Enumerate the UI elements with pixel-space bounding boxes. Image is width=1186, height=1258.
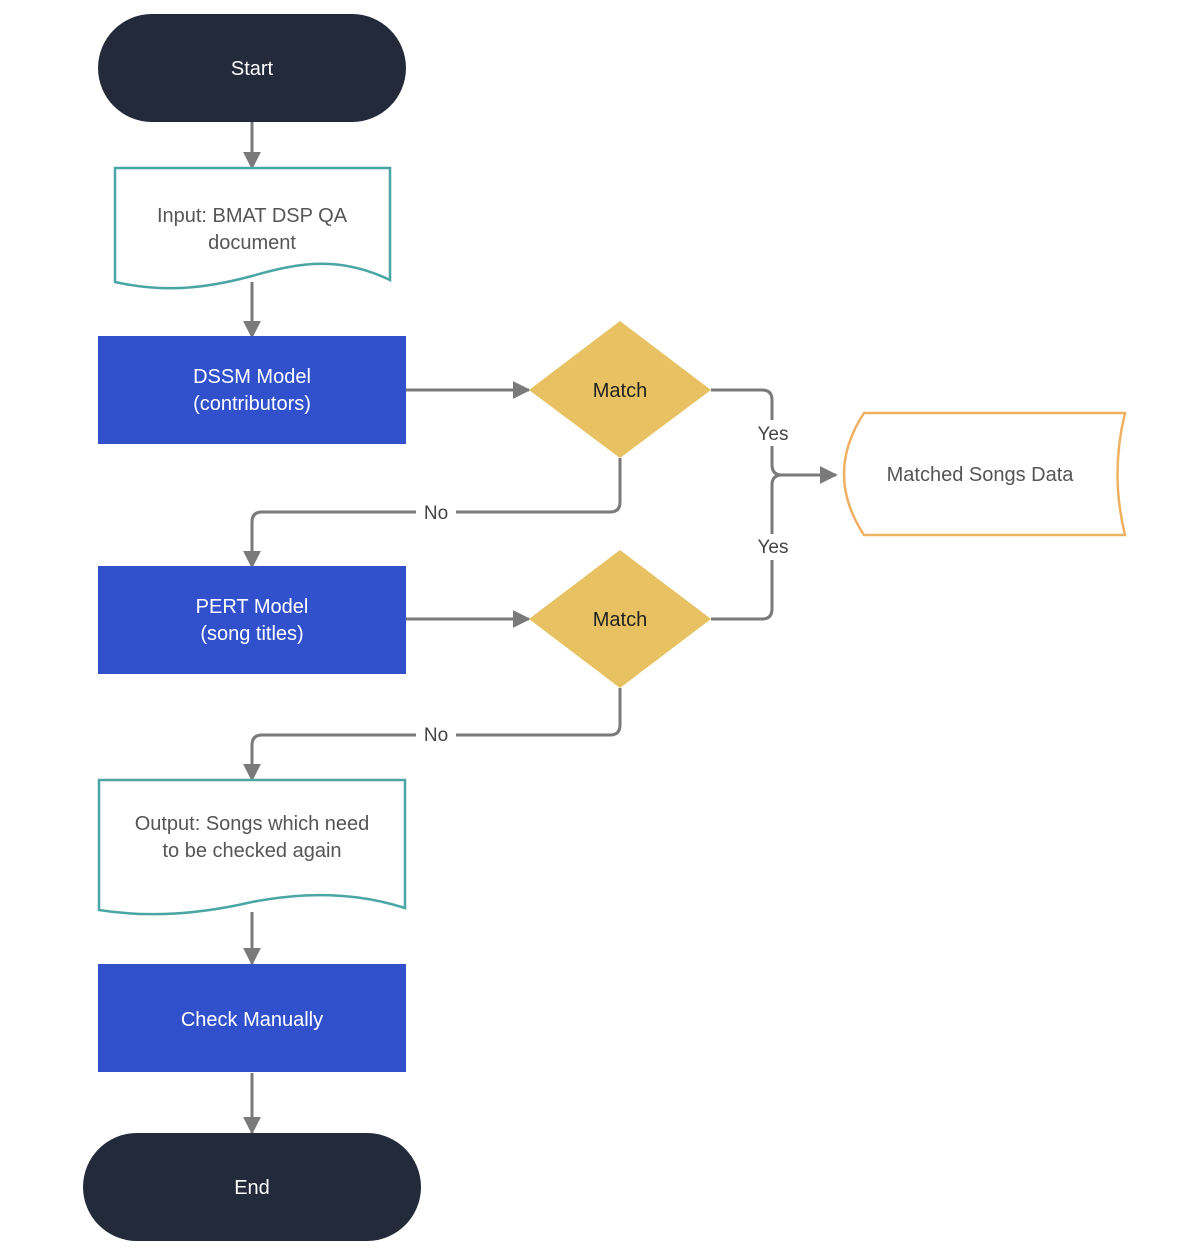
pert-model-label-line2: (song titles) (200, 623, 303, 645)
dssm-model-label-line1: DSSM Model (193, 366, 311, 388)
pert-model-node: PERT Model (song titles) (98, 566, 406, 674)
output-document-label-line1: Output: Songs which need (135, 813, 370, 835)
start-label: Start (231, 58, 274, 80)
edge-labels: Yes Yes No No (416, 420, 796, 748)
pert-model-label-line1: PERT Model (196, 596, 309, 618)
connector-match2-yes (711, 473, 783, 621)
dssm-model-label-line2: (contributors) (193, 393, 311, 415)
edge-label-no-1: No (424, 503, 448, 524)
input-document-label-line1: Input: BMAT DSP QA (157, 205, 348, 227)
check-manually-label: Check Manually (181, 1009, 323, 1031)
edge-label-no-2: No (424, 725, 448, 746)
match-decision-1-label: Match (593, 380, 647, 402)
input-document-label-line2: document (208, 232, 296, 254)
output-document-node: Output: Songs which need to be checked a… (97, 778, 407, 916)
match-decision-2: Match (529, 550, 711, 688)
dssm-model-node: DSSM Model (contributors) (98, 336, 406, 444)
match-decision-2-label: Match (593, 609, 647, 631)
matched-songs-data-label: Matched Songs Data (887, 464, 1075, 486)
end-node: End (83, 1133, 421, 1241)
matched-songs-data-node: Matched Songs Data (842, 411, 1127, 537)
match-decision-1: Match (529, 321, 711, 458)
end-label: End (234, 1177, 270, 1199)
input-document-node: Input: BMAT DSP QA document (113, 166, 392, 290)
output-document-label-line2: to be checked again (162, 840, 341, 862)
check-manually-node: Check Manually (98, 964, 406, 1072)
edge-label-yes-1: Yes (758, 424, 789, 445)
start-node: Start (98, 14, 406, 122)
edge-label-yes-2: Yes (758, 537, 789, 558)
